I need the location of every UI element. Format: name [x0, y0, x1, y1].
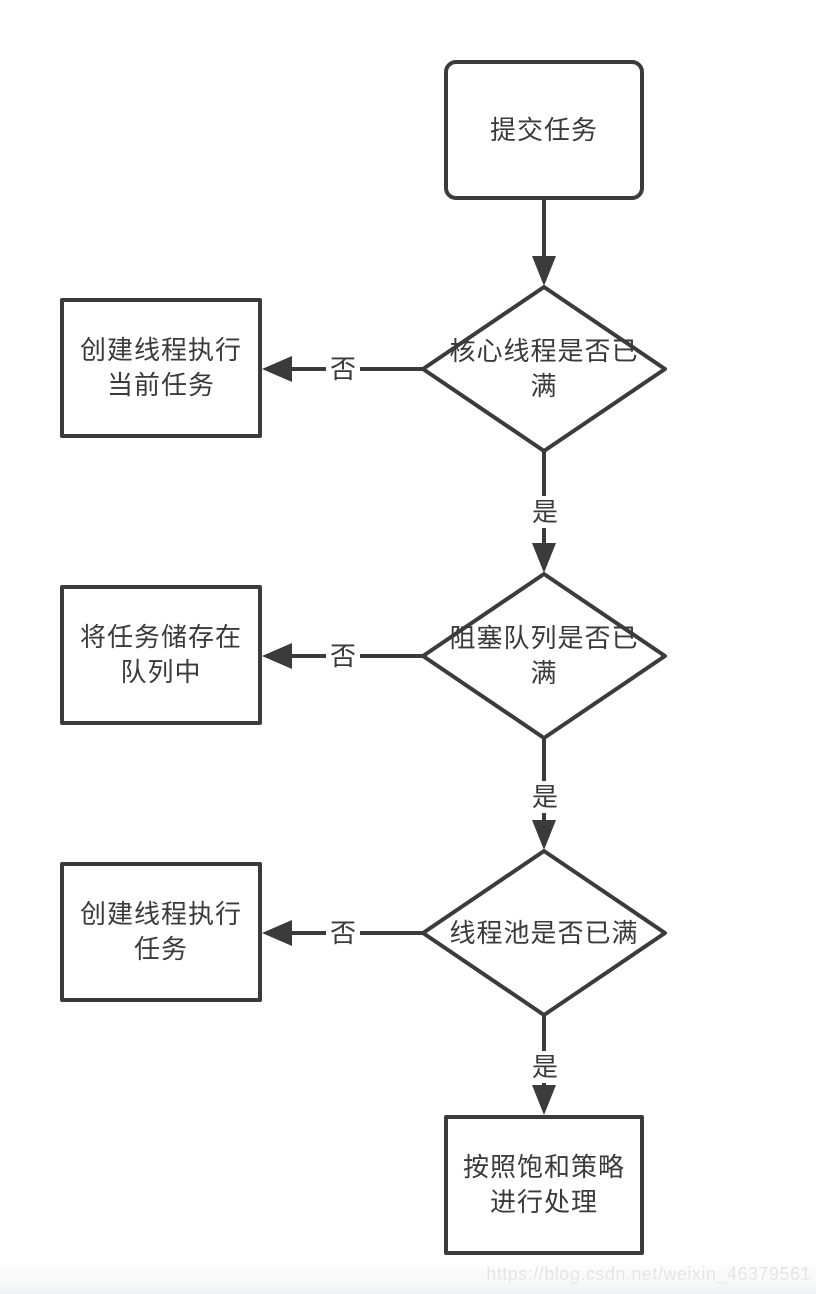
decision-blocking-queue-label-line: 阻塞队列是否已	[449, 623, 639, 653]
edge-queue-yes-label: 是	[527, 781, 563, 813]
decision-core-threads-label: 核心线程是否已 满	[424, 287, 664, 451]
start-node-label-line: 提交任务	[489, 114, 598, 145]
edge-queue-no-arrowhead-icon	[262, 643, 292, 669]
action-store-in-queue-label-line: 队列中	[120, 657, 202, 687]
action-create-thread-current-label: 创建线程执行 当前任务	[60, 298, 262, 438]
edge-start-to-core-arrowhead-icon	[532, 256, 556, 286]
action-create-thread-label: 创建线程执行 任务	[60, 862, 262, 1002]
edge-queue-no-label: 否	[325, 640, 361, 672]
decision-thread-pool-label-line: 线程池是否已满	[449, 917, 639, 948]
decision-core-threads-label-line: 核心线程是否已	[449, 336, 639, 366]
edge-core-to-queue-arrowhead-icon	[532, 543, 556, 573]
end-saturation-policy-label-line: 进行处理	[489, 1187, 598, 1217]
action-create-thread-label-line: 创建线程执行	[79, 899, 242, 929]
action-create-thread-label-line: 任务	[133, 934, 188, 964]
edge-pool-no-label: 否	[325, 917, 361, 949]
end-saturation-policy-label: 按照饱和策略 进行处理	[444, 1115, 644, 1255]
decision-thread-pool-label: 线程池是否已满	[424, 851, 664, 1015]
decision-blocking-queue-label-line: 满	[530, 658, 558, 688]
edge-core-no-label: 否	[325, 353, 361, 385]
action-store-in-queue-label: 将任务储存在 队列中	[60, 585, 262, 725]
decision-blocking-queue-label: 阻塞队列是否已 满	[424, 574, 664, 738]
edge-core-no-arrowhead-icon	[262, 356, 292, 382]
start-node-shape	[444, 60, 644, 200]
action-create-thread-current-label-line: 当前任务	[106, 370, 215, 400]
start-node-label: 提交任务	[444, 60, 644, 200]
end-saturation-policy-shape	[444, 1115, 644, 1255]
action-create-thread-current-label-line: 创建线程执行	[79, 335, 242, 365]
edge-pool-yes-label: 是	[527, 1051, 563, 1083]
decision-core-threads-label-line: 满	[530, 371, 558, 401]
action-store-in-queue-label-line: 将任务储存在	[79, 622, 242, 652]
edge-core-yes-label: 是	[527, 496, 563, 528]
action-create-thread-current-shape	[60, 298, 262, 438]
edge-pool-no-arrowhead-icon	[262, 920, 292, 946]
action-create-thread-shape	[60, 862, 262, 1002]
action-store-in-queue-shape	[60, 585, 262, 725]
end-saturation-policy-label-line: 按照饱和策略	[462, 1152, 625, 1182]
edge-queue-to-pool-arrowhead-icon	[532, 820, 556, 850]
csdn-watermark: https://blog.csdn.net/weixin_46379561	[486, 1264, 811, 1284]
edge-pool-to-end-arrowhead-icon	[532, 1085, 556, 1115]
